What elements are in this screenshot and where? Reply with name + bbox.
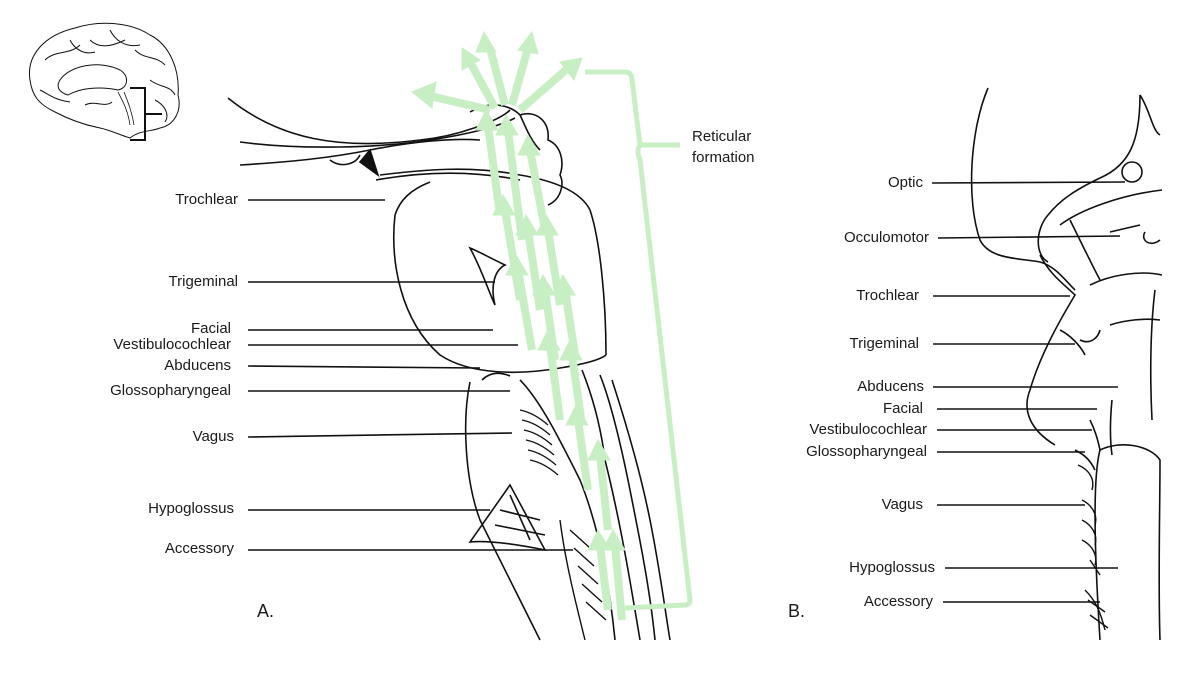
label-a-facial: Facial [190,320,231,337]
panel-a-leaders [247,199,573,551]
panel-a-letter: A. [257,601,275,621]
label-b-vagus: Vagus [881,496,923,513]
inset-bracket [130,87,162,141]
label-a-accessory: Accessory [164,540,234,557]
label-a-trochlear: Trochlear [175,191,238,208]
reticular-arrows [411,30,626,621]
label-b-accessory: Accessory [863,593,933,610]
label-b-facial: Facial [882,400,923,417]
label-b-occulomotor: Occulomotor [843,229,929,246]
label-b-abducens: Abducens [857,378,924,395]
label-b-trigeminal: Trigeminal [849,335,919,352]
label-a-abducens: Abducens [164,357,231,374]
label-b-vestibulocochlear: Vestibulocochlear [809,421,927,438]
label-a-hypoglossus: Hypoglossus [148,500,234,517]
label-b-hypoglossus: Hypoglossus [849,559,935,576]
reticular-label-line-1: Reticular [692,128,752,145]
label-a-vestibulocochlear: Vestibulocochlear [113,336,231,353]
label-a-glossopharyngeal: Glossopharyngeal [110,382,231,399]
label-b-optic: Optic [887,174,923,191]
label-b-trochlear: Trochlear [856,287,919,304]
label-b-glossopharyngeal: Glossopharyngeal [806,443,927,460]
reticular-label-line-2: formation [692,149,755,166]
brainstem-lateral-drawing [227,97,671,641]
label-a-trigeminal: Trigeminal [168,273,238,290]
reticular-formation-label: Reticular formation [692,126,755,168]
inset-brain [28,22,180,139]
reticular-bracket [585,69,693,611]
label-a-vagus: Vagus [192,428,234,445]
panel-b-letter: B. [788,601,806,621]
panel-b-leaders [931,181,1126,603]
brainstem-anterior-drawing [970,87,1163,641]
